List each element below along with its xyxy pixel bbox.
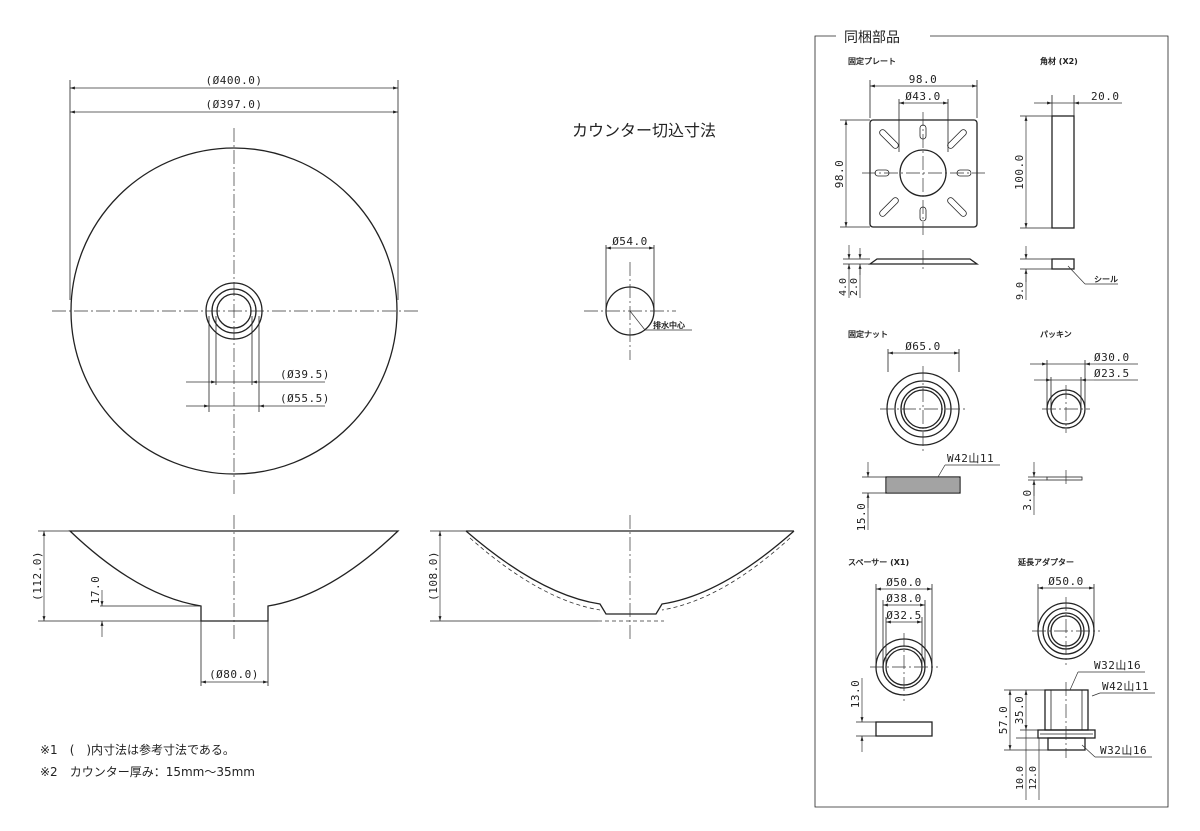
dim-drain-outer: (Ø55.5) bbox=[280, 392, 330, 405]
part-square-bar: 角材 (X2) 20.0 100.0 9.0 シール bbox=[1013, 56, 1122, 300]
packing-inner-diameter: Ø23.5 bbox=[1094, 367, 1130, 380]
parts-box-title: 同梱部品 bbox=[844, 30, 900, 46]
spacer-height: 13.0 bbox=[849, 680, 862, 709]
part-fixing-nut: 固定ナット Ø65.0 15.0 W42山11 bbox=[848, 329, 1000, 531]
square-bar-shape bbox=[1051, 115, 1075, 229]
dim-base-diameter: (Ø80.0) bbox=[209, 668, 259, 681]
adapter-thread-mid: W42山11 bbox=[1102, 680, 1149, 693]
fixing-plate-width: 98.0 bbox=[909, 73, 938, 86]
adapter-diameter: Ø50.0 bbox=[1048, 575, 1084, 588]
fixing-plate-thickness-1: 4.0 bbox=[838, 278, 849, 296]
square-bar-label: 角材 (X2) bbox=[1040, 56, 1078, 66]
square-bar-thickness: 9.0 bbox=[1015, 282, 1026, 300]
section-view: (108.0) bbox=[427, 515, 795, 640]
spacer-label: スペーサー (X1) bbox=[848, 558, 909, 567]
fixing-nut-height: 15.0 bbox=[855, 503, 868, 532]
note-1: ※1 ( )内寸法は参考寸法である。 bbox=[40, 742, 235, 757]
spacer-d1: Ø50.0 bbox=[886, 576, 922, 589]
fixing-plate-label: 固定プレート bbox=[848, 56, 896, 66]
adapter-height-1: 35.0 bbox=[1013, 696, 1026, 725]
fixing-nut-thread: W42山11 bbox=[947, 452, 994, 465]
part-extension-adapter: 延長アダプター Ø50.0 W32山16 W42山11 bbox=[997, 557, 1155, 800]
packing-outer-diameter: Ø30.0 bbox=[1094, 351, 1130, 364]
dim-cutout-hole: Ø54.0 bbox=[612, 235, 648, 248]
note-2: ※2 カウンター厚み：15mm～35mm bbox=[40, 765, 255, 779]
spacer-d3: Ø32.5 bbox=[886, 609, 922, 622]
dim-side-height: (112.0) bbox=[31, 551, 44, 601]
square-bar-height: 100.0 bbox=[1013, 154, 1026, 190]
adapter-thread-bottom: W32山16 bbox=[1100, 744, 1147, 757]
packing-thickness: 3.0 bbox=[1021, 489, 1034, 510]
parts-box: 同梱部品 固定プレート 98.0 Ø43.0 bbox=[814, 30, 1169, 808]
adapter-label: 延長アダプター bbox=[1017, 557, 1074, 567]
adapter-height-2: 10.0 bbox=[1015, 766, 1026, 790]
fixing-nut-label: 固定ナット bbox=[848, 329, 888, 339]
drain-center-label: 排水中心 bbox=[653, 320, 685, 330]
square-bar-width: 20.0 bbox=[1091, 90, 1120, 103]
dim-section-height: (108.0) bbox=[427, 551, 440, 601]
dim-base-height: 17.0 bbox=[89, 576, 102, 605]
fixing-nut-side bbox=[885, 476, 961, 494]
part-spacer: スペーサー (X1) Ø50.0 Ø38.0 Ø32.5 13.0 bbox=[848, 558, 938, 752]
adapter-height-3: 12.0 bbox=[1028, 766, 1039, 790]
adapter-thread-top: W32山16 bbox=[1094, 659, 1141, 672]
fixing-plate-hole: Ø43.0 bbox=[905, 90, 941, 103]
part-packing: パッキン Ø30.0 Ø23.5 3.0 bbox=[1021, 329, 1138, 515]
fixing-plate-height: 98.0 bbox=[833, 160, 846, 189]
seal-label: シール bbox=[1094, 275, 1118, 284]
top-view: (Ø400.0) (Ø397.0) (Ø39.5) (Ø55.5) bbox=[52, 74, 418, 494]
fixing-plate-shape bbox=[869, 119, 978, 228]
counter-cutout: カウンター切込寸法 Ø54.0 排水中心 bbox=[572, 121, 716, 360]
adapter-total-height: 57.0 bbox=[997, 706, 1010, 735]
side-view: (112.0) 17.0 (Ø80.0) bbox=[31, 515, 400, 686]
drain-outer-ring bbox=[205, 282, 263, 340]
packing-label: パッキン bbox=[1040, 329, 1072, 339]
dim-inner-diameter: (Ø397.0) bbox=[206, 98, 263, 111]
spacer-d2: Ø38.0 bbox=[886, 592, 922, 605]
dim-outer-diameter: (Ø400.0) bbox=[206, 74, 263, 87]
fixing-plate-thickness-2: 2.0 bbox=[849, 278, 860, 296]
part-fixing-plate: 固定プレート 98.0 Ø43.0 98.0 bbox=[833, 56, 985, 298]
fixing-nut-diameter: Ø65.0 bbox=[905, 340, 941, 353]
dim-drain-inner: (Ø39.5) bbox=[280, 368, 330, 381]
cutout-title: カウンター切込寸法 bbox=[572, 121, 716, 140]
